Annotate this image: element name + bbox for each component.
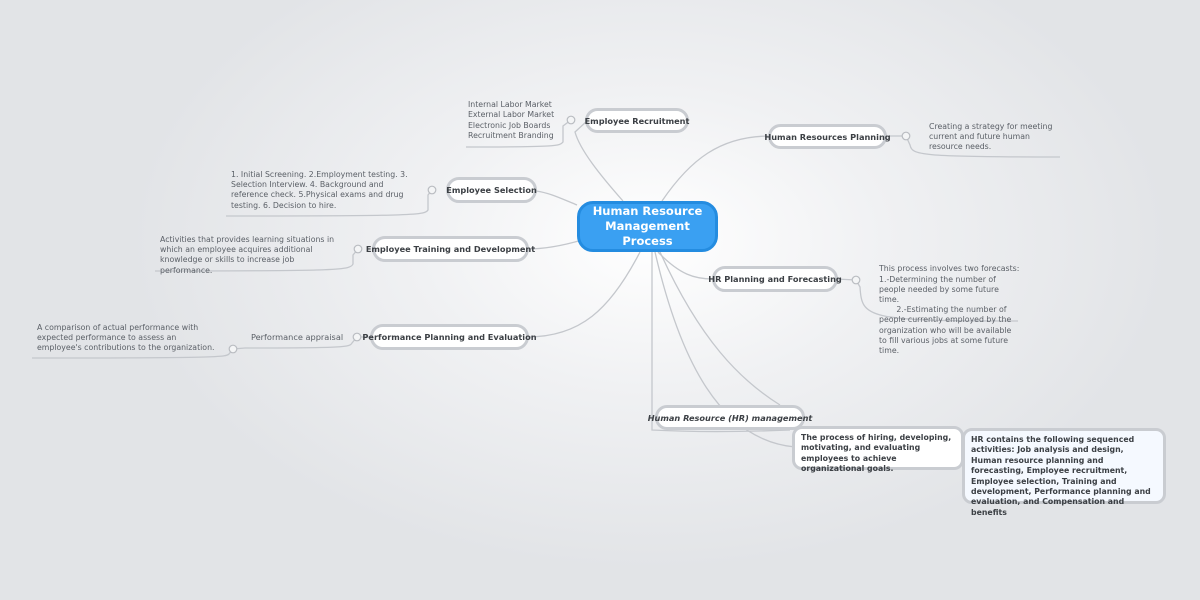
employee-selection-topic[interactable]: Employee Selection: [446, 177, 537, 203]
collapse-training[interactable]: [353, 244, 363, 254]
hr-planning-forecasting-topic[interactable]: HR Planning and Forecasting: [708, 266, 842, 292]
hr-management-definition[interactable]: The process of hiring, developing, motiv…: [792, 426, 964, 473]
link-forecasting: [657, 251, 714, 280]
collapse-hr-planning[interactable]: [901, 131, 911, 141]
forecasting-note-line: This process involves two forecasts:: [879, 264, 1020, 274]
collapse-performance-sub[interactable]: [228, 344, 238, 354]
link-recruitment: [574, 120, 624, 202]
central-topic[interactable]: Human Resource Management Process: [577, 201, 718, 252]
recruitment-item: Internal Labor Market: [468, 100, 552, 109]
collapse-performance[interactable]: [352, 332, 362, 342]
employee-recruitment-topic[interactable]: Employee Recruitment: [585, 108, 689, 133]
forecasting-note-line: 2.-Estimating the number of people curre…: [879, 305, 1014, 356]
performance-planning-topic[interactable]: Performance Planning and Evaluation: [362, 324, 537, 350]
link-performance-sub: [244, 336, 372, 349]
link-performance: [526, 251, 641, 338]
link-performance-note: [31, 347, 246, 359]
training-note: Activities that provides learning situat…: [160, 235, 335, 275]
link-selection-note: [225, 189, 433, 217]
link-training-note: [154, 248, 359, 272]
collapse-forecasting[interactable]: [851, 275, 861, 285]
link-recruitment-items: [465, 119, 572, 148]
link-hr-planning: [661, 135, 771, 202]
recruitment-item: External Labor Market: [468, 110, 555, 120]
performance-appraisal-label[interactable]: Performance appraisal: [251, 332, 344, 342]
forecasting-note-line: 1.-Determining the number of people need…: [879, 274, 1002, 305]
collapse-recruitment[interactable]: [566, 115, 576, 125]
performance-note: A comparison of actual performance with …: [37, 323, 215, 353]
link-selection: [535, 190, 578, 206]
hr-activities-box[interactable]: HR contains the following sequenced acti…: [962, 428, 1166, 517]
forecasting-note: This process involves two forecasts:1.-D…: [879, 244, 1021, 366]
hr-management-topic[interactable]: Human Resource (HR) management: [648, 405, 812, 430]
link-definition: [654, 251, 796, 448]
collapse-selection[interactable]: [427, 185, 437, 195]
recruitment-item: Electronic Job Boards: [468, 120, 551, 130]
hr-planning-note: Creating a strategy for meeting current …: [929, 122, 1053, 152]
employee-training-topic[interactable]: Employee Training and Development: [366, 236, 535, 262]
link-training: [526, 239, 583, 250]
human-resources-planning-topic[interactable]: Human Resources Planning: [764, 124, 891, 149]
link-hr-management: [651, 252, 791, 433]
recruitment-items-list: Internal Labor Market External Labor Mar…: [468, 100, 568, 142]
link-forecasting-note: [835, 278, 1019, 322]
selection-note: 1. Initial Screening. 2.Employment testi…: [231, 170, 408, 210]
link-hr-planning-note: [886, 135, 1061, 158]
link-hr-management-2: [659, 251, 781, 406]
recruitment-item: Recruitment Branding: [468, 131, 554, 141]
